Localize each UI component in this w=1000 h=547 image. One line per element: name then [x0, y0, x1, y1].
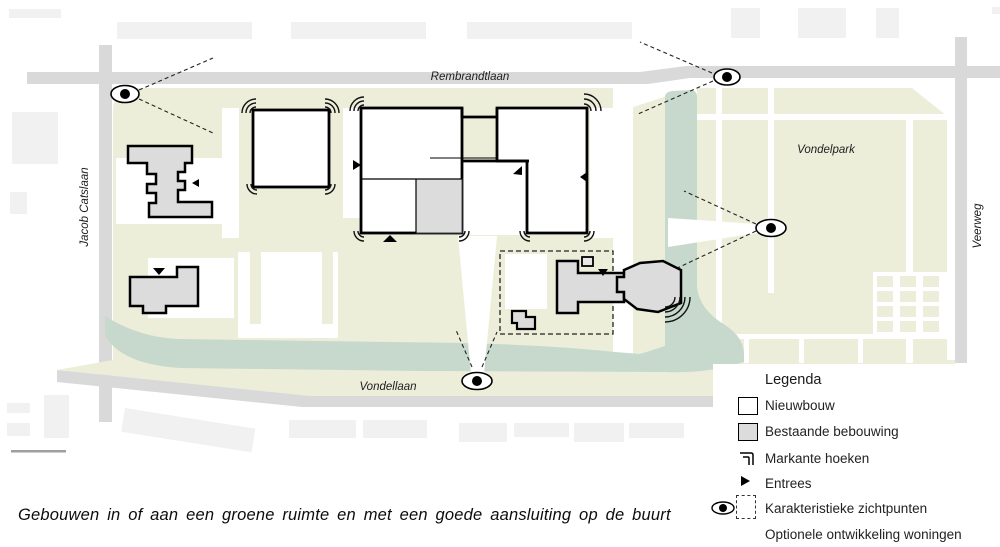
existing-building-polygon	[615, 259, 683, 314]
existing-building-t-shape	[555, 259, 626, 315]
caption: Gebouwen in of aan een groene ruimte en …	[18, 506, 671, 524]
legend-item-markante-hoeken: Markante hoeken	[713, 448, 1000, 472]
corner-mark-arcs	[241, 93, 691, 323]
sight-lines	[138, 41, 757, 368]
eye-icon	[711, 501, 735, 515]
entrance-triangle-icon	[383, 235, 397, 242]
existing-building-south	[128, 265, 200, 315]
legend-title: Legenda	[765, 372, 822, 388]
legend-item-karakteristieke-zichtpunten: Karakteristieke zichtpunten	[711, 495, 1000, 522]
green-details	[250, 252, 939, 332]
legend-item-nieuwbouw: Nieuwbouw	[713, 395, 1000, 419]
legend-item-entrees: Entrees	[713, 473, 1000, 497]
new-building-square	[251, 108, 331, 189]
road-veerweg	[955, 37, 967, 363]
label-rembrandtlaan: Rembrandtlaan	[431, 71, 510, 83]
entrance-triangle-icon	[353, 160, 361, 170]
viewpoint-eyes	[110, 68, 787, 391]
entrance-triangle-icon	[741, 476, 750, 486]
legend-item-optionele-ontwikkeling: Optionele ontwikkeling woningen	[765, 527, 962, 542]
eye-icon	[110, 84, 140, 104]
label-jacob-catslaan: Jacob Catslaan	[79, 167, 91, 247]
view-corridors	[458, 218, 757, 374]
entrance-markers	[153, 160, 608, 276]
eye-icon	[713, 68, 741, 86]
gray-square-icon	[738, 423, 758, 441]
buildings	[126, 106, 683, 331]
entrance-triangle-icon	[513, 166, 522, 175]
entrance-triangle-icon	[192, 179, 199, 187]
legend-item-bestaande-bebouwing: Bestaande bebouwing	[713, 421, 1000, 445]
corner-mark-icon	[740, 452, 754, 465]
dashed-box-icon	[736, 495, 756, 519]
eye-icon	[461, 371, 493, 391]
entrance-triangle-icon	[598, 269, 608, 276]
existing-part-in-wing	[415, 178, 463, 234]
eye-icon	[755, 218, 787, 238]
context-buildings	[7, 7, 1000, 453]
water	[105, 90, 744, 373]
entrance-triangle-icon	[153, 268, 165, 275]
existing-building-north	[126, 144, 214, 219]
label-veerweg: Veerweg	[972, 203, 984, 249]
optional-plot	[505, 254, 547, 309]
white-square-icon	[738, 397, 758, 415]
entrance-triangle-icon	[580, 172, 587, 182]
label-vondelpark: Vondelpark	[797, 144, 856, 156]
existing-building-small	[510, 309, 537, 331]
legend: Legenda Nieuwbouw Bestaande bebouwing Ma…	[711, 364, 1000, 547]
label-vondellaan: Vondellaan	[359, 381, 416, 393]
road-rembrandtlaan	[27, 66, 1000, 84]
